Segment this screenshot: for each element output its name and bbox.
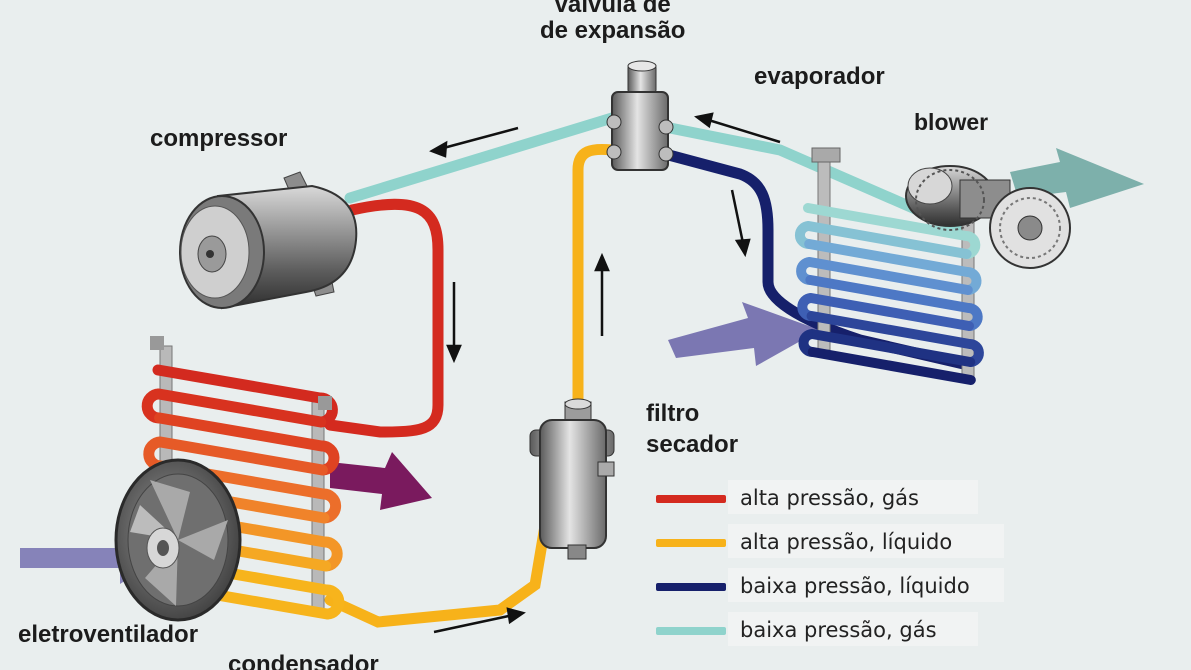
flow-arrow-down-left — [446, 282, 462, 364]
label-blower: blower — [914, 109, 989, 135]
label-condensador: condensador — [228, 651, 379, 670]
legend-item: alta pressão, líquido — [656, 524, 1006, 560]
legend-item: baixa pressão, gás — [656, 612, 986, 648]
pipe-high-liquid — [324, 514, 552, 628]
label-filtro-secador: filtro secador — [646, 400, 739, 459]
compressor-icon — [179, 171, 358, 310]
pipe-high-liquid-up — [572, 143, 618, 418]
pipe-high-gas — [324, 198, 444, 438]
flow-arrows — [429, 112, 781, 634]
flow-arrow-evap-left — [694, 112, 781, 144]
fan-icon — [114, 458, 242, 622]
legend-swatch — [656, 539, 726, 547]
legend-label: alta pressão, gás — [740, 486, 919, 510]
filter-drier-icon — [529, 398, 615, 560]
flow-arrow-evap-down — [730, 189, 751, 258]
label-valvula-de-expansao: válvula de de expansão — [540, 0, 686, 45]
blower-icon — [905, 165, 1071, 269]
pipe-low-gas — [344, 112, 618, 204]
label-eletroventilador: eletroventilador — [18, 621, 199, 648]
legend-item: baixa pressão, líquido — [656, 568, 1006, 604]
legend-swatch — [656, 495, 726, 503]
label-compressor: compressor — [150, 125, 288, 152]
legend-label: baixa pressão, líquido — [740, 574, 970, 598]
label-evaporador: evaporador — [754, 63, 885, 90]
condenser — [141, 336, 345, 620]
flow-arrow-bottom — [433, 607, 526, 634]
flow-arrow-left-top — [429, 126, 519, 158]
legend-label: baixa pressão, gás — [740, 618, 937, 642]
legend-item: alta pressão, gás — [656, 480, 986, 516]
legend-swatch — [656, 627, 726, 635]
legend-label: alta pressão, líquido — [740, 530, 953, 554]
legend-swatch — [656, 583, 726, 591]
legend: alta pressão, gás alta pressão, líquido … — [656, 480, 1006, 660]
pipe-low-gas-evap — [659, 121, 974, 238]
flow-arrow-up — [594, 252, 610, 336]
air-hot-arrow — [330, 452, 432, 510]
expansion-valve-icon — [606, 60, 674, 171]
evaporator — [794, 147, 984, 385]
air-evap-in-arrow — [668, 302, 820, 366]
